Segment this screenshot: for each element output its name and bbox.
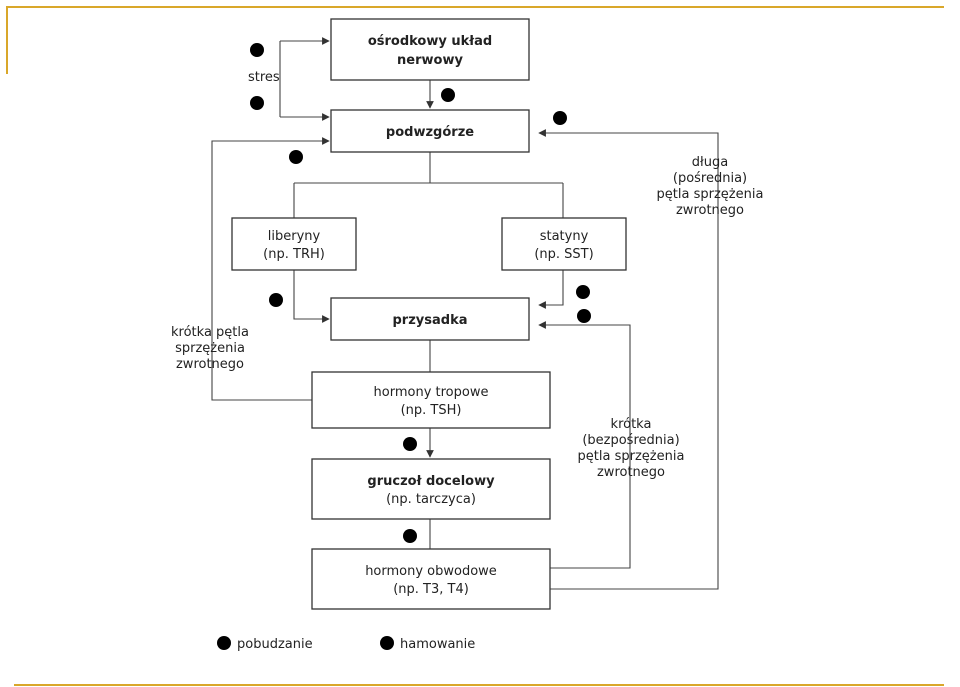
svg-text:zwrotnego: zwrotnego (597, 465, 665, 480)
svg-text:(bezpośrednia): (bezpośrednia) (582, 433, 679, 448)
gland-label-line2: (np. tarczyca) (386, 492, 476, 507)
tropic-label-line2: (np. TSH) (401, 403, 462, 418)
long-feedback-loop-line (538, 129, 719, 590)
gland-label-line1: gruczoł docelowy (367, 474, 495, 489)
left-accent-rule (6, 6, 8, 74)
svg-text:pętla sprzężenia: pętla sprzężenia (578, 449, 685, 464)
svg-text:zwrotnego: zwrotnego (176, 357, 244, 372)
svg-text:(pośrednia): (pośrednia) (673, 171, 747, 186)
liberins-label-line1: liberyny (268, 229, 321, 244)
minus-icon-short-loop (289, 150, 303, 164)
svg-text:sprzężenia: sprzężenia (175, 341, 245, 356)
node-pituitary: przysadka (330, 297, 530, 341)
direct-feedback-loop-line (538, 321, 631, 569)
statins-to-pituitary-arrow (538, 270, 564, 309)
liberins-label-line2: (np. TRH) (263, 247, 325, 262)
pituitary-label: przysadka (393, 313, 468, 328)
plus-icon-stress-hypothalamus (250, 96, 264, 110)
node-liberins: liberyny (np. TRH) (231, 217, 357, 271)
svg-text:krótka: krótka (611, 417, 652, 432)
legend: pobudzanie hamowanie (217, 636, 475, 652)
node-cns: ośrodkowy układ nerwowy (330, 18, 530, 81)
plus-icon-liberins (269, 293, 283, 307)
legend-plus-icon (217, 636, 231, 650)
hypothalamus-label: podwzgórze (386, 125, 474, 140)
plus-icon-stress-cns (250, 43, 264, 57)
hypothalamus-split-connector (293, 152, 564, 218)
legend-minus-label: hamowanie (400, 637, 475, 652)
statins-label-line2: (np. SST) (534, 247, 593, 262)
plus-icon-tropic-gland (403, 437, 417, 451)
short-loop-label: krótka pętla sprzężenia zwrotnego (171, 325, 249, 372)
short-feedback-loop-line (211, 137, 330, 401)
node-hypothalamus: podwzgórze (330, 109, 530, 153)
bottom-accent-rule (14, 684, 944, 686)
cns-label-line2: nerwowy (397, 53, 463, 68)
direct-loop-label: krótka (bezpośrednia) pętla sprzężenia z… (578, 417, 685, 480)
legend-minus-icon (380, 636, 394, 650)
legend-plus-label: pobudzanie (237, 637, 313, 652)
tropic-label-line1: hormony tropowe (374, 385, 489, 400)
svg-text:pętla sprzężenia: pętla sprzężenia (657, 187, 764, 202)
minus-icon-statins (576, 285, 590, 299)
svg-text:zwrotnego: zwrotnego (676, 203, 744, 218)
long-loop-label: długa (pośrednia) pętla sprzężenia zwrot… (657, 155, 764, 218)
peripheral-label-line1: hormony obwodowe (365, 564, 497, 579)
node-statins: statyny (np. SST) (501, 217, 627, 271)
svg-text:krótka pętla: krótka pętla (171, 325, 249, 340)
node-tropic-hormones: hormony tropowe (np. TSH) (311, 371, 551, 429)
node-peripheral-hormones: hormony obwodowe (np. T3, T4) (311, 548, 551, 610)
liberins-to-pituitary-arrow (293, 270, 330, 323)
statins-label-line1: statyny (540, 229, 589, 244)
plus-icon-cns-hypothalamus (441, 88, 455, 102)
minus-icon-long-loop (553, 111, 567, 125)
stress-label: stres (248, 70, 280, 85)
minus-icon-direct-loop (577, 309, 591, 323)
peripheral-label-line2: (np. T3, T4) (393, 582, 469, 597)
top-accent-rule (6, 6, 944, 8)
cns-label-line1: ośrodkowy układ (368, 34, 492, 49)
plus-icon-gland-peripheral (403, 529, 417, 543)
node-target-gland: gruczoł docelowy (np. tarczyca) (311, 458, 551, 520)
svg-text:długa: długa (692, 155, 728, 170)
